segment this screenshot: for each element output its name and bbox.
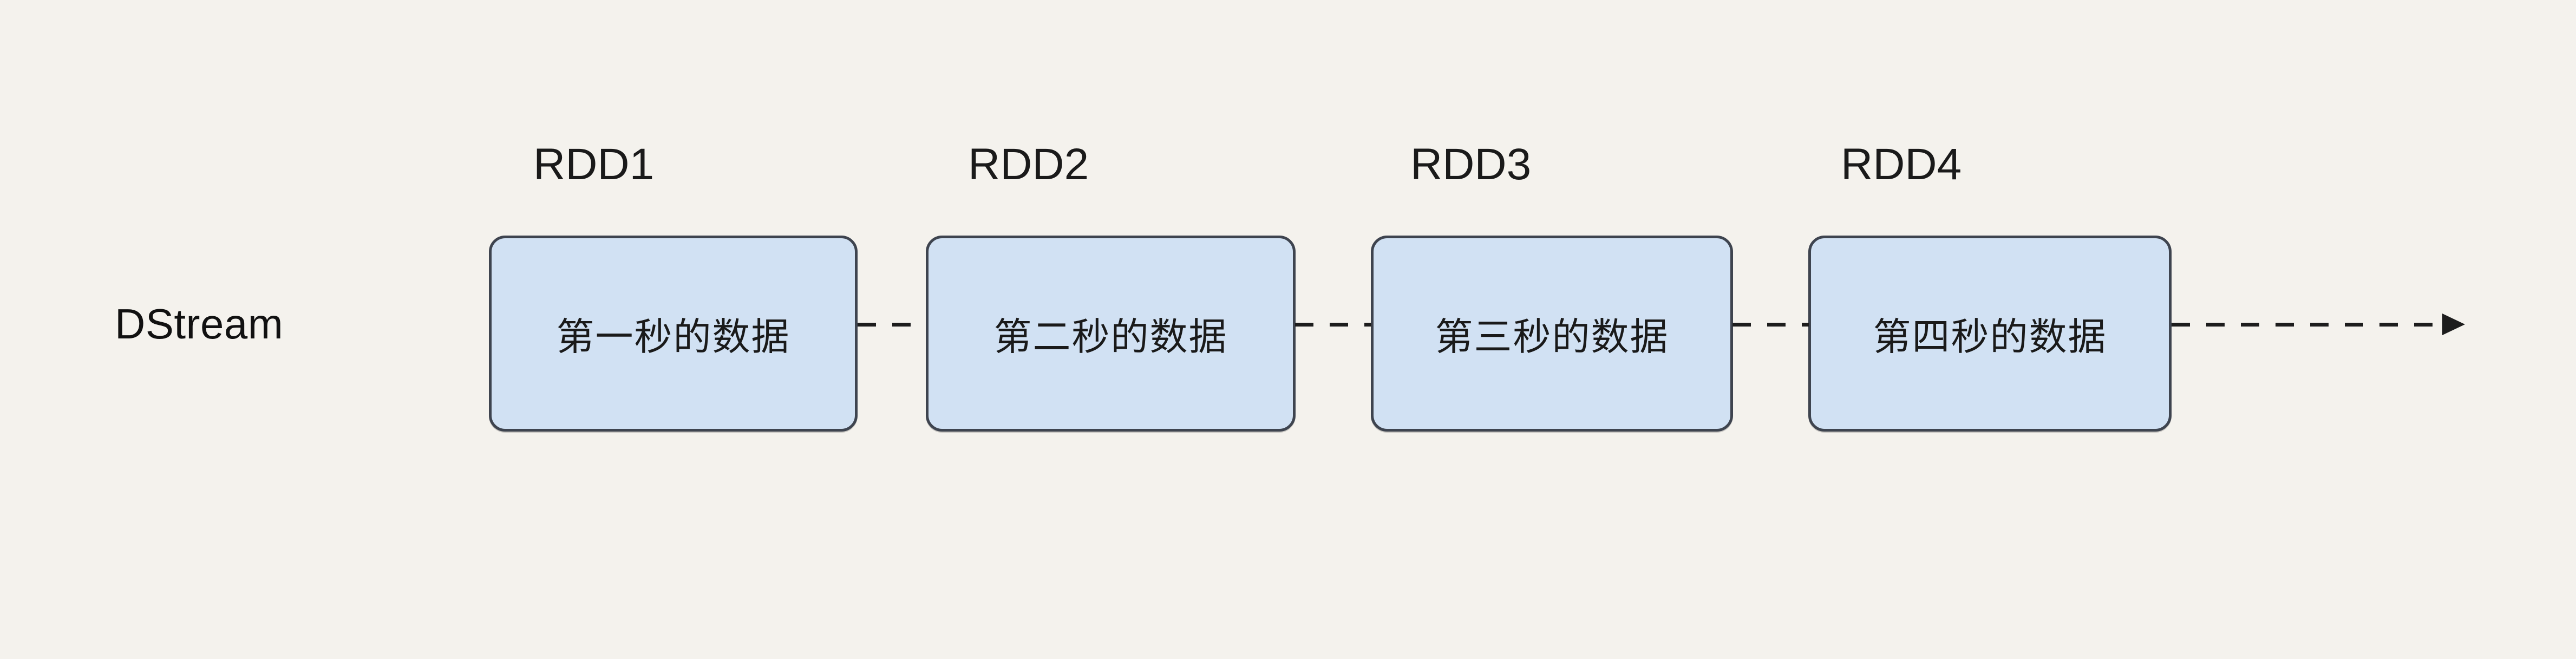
arrowhead-right-icon bbox=[2442, 314, 2465, 335]
connector-rdd3-rdd4 bbox=[1732, 323, 1809, 327]
connector-rdd1-rdd2 bbox=[858, 323, 926, 327]
rdd-box-3[interactable]: 第三秒的数据 bbox=[1371, 236, 1733, 432]
rdd-caption-4: RDD4 bbox=[1841, 140, 1962, 189]
stream-continues-arrow bbox=[2172, 314, 2467, 335]
stream-continues-arrow-line bbox=[2172, 323, 2445, 327]
rdd-caption-2: RDD2 bbox=[968, 140, 1089, 189]
rdd-caption-3: RDD3 bbox=[1410, 140, 1532, 189]
rdd-box-4[interactable]: 第四秒的数据 bbox=[1808, 236, 2172, 432]
connector-rdd2-rdd3 bbox=[1295, 323, 1371, 327]
rdd-caption-1: RDD1 bbox=[533, 140, 655, 189]
dstream-row-label: DStream bbox=[115, 300, 284, 348]
rdd-box-1-label: 第一秒的数据 bbox=[556, 315, 790, 358]
rdd-box-1[interactable]: 第一秒的数据 bbox=[489, 236, 858, 432]
rdd-box-2[interactable]: 第二秒的数据 bbox=[926, 236, 1296, 432]
rdd-box-3-label: 第三秒的数据 bbox=[1435, 315, 1669, 358]
rdd-box-2-label: 第二秒的数据 bbox=[993, 315, 1228, 358]
rdd-box-4-label: 第四秒的数据 bbox=[1873, 315, 2107, 358]
